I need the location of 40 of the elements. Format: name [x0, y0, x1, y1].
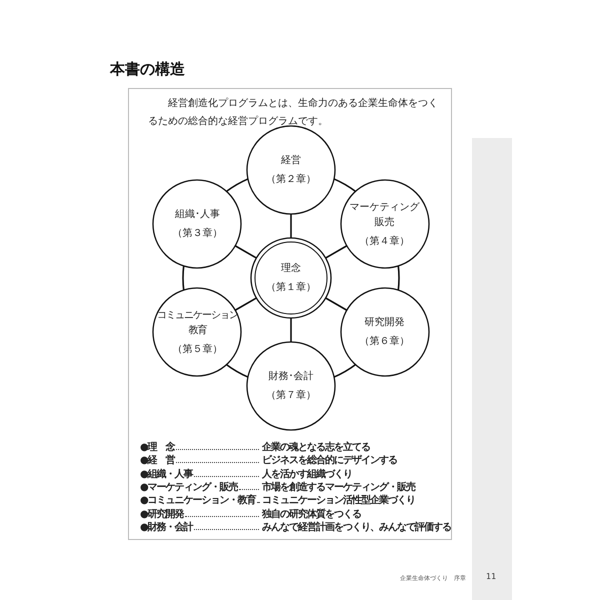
chapter-number: （第１章）: [265, 280, 317, 295]
list-term: ●マーケティング・販売: [140, 480, 260, 494]
node-title: 経営: [280, 154, 302, 168]
node-title: 理念: [280, 262, 302, 276]
chapter-number: （第５章）: [171, 342, 224, 356]
chapter-number: （第３章）: [171, 226, 224, 241]
list-description: 人を活かす組織づくり: [262, 468, 352, 481]
connector-line: [225, 178, 250, 192]
chapter-number: （第４章）: [358, 234, 411, 248]
list-description: ビジネスを総合的にデザインする: [262, 454, 397, 468]
list-description: コミュニケーション活性型企業づくり: [262, 494, 415, 508]
list-term: ●コミュニケーション・教育: [140, 493, 260, 508]
chapter-number: （第７章）: [265, 388, 317, 403]
list-term: ●経 営: [140, 453, 260, 468]
node-title: 財務･会計: [268, 370, 314, 384]
list-description: 市場を創造するマーケティング・販売: [262, 480, 415, 494]
node-title: 組織･人事: [174, 208, 221, 222]
node-title: マーケティング販売: [348, 200, 421, 230]
list-term: ●財務・会計: [140, 520, 260, 534]
connector-line: [234, 244, 258, 260]
connector-line: [324, 244, 348, 260]
list-description: 企業の魂となる志を立てる: [262, 440, 370, 454]
connector-line: [290, 213, 292, 239]
connector-line: [234, 296, 258, 312]
intro-paragraph: 経営創造化プログラムとは、生命力のある企業生命体をつくるための総合的な経営プログラムです。: [148, 96, 438, 128]
node-title: 研究開発: [364, 316, 406, 330]
connector-line: [324, 296, 348, 312]
list-description: 独自の研究体質をつくる: [262, 508, 361, 520]
list-term: ●組織・人事: [140, 466, 260, 481]
connector-line: [332, 178, 357, 192]
connector-line: [225, 364, 250, 378]
connector-line: [332, 364, 357, 378]
page-number: 11: [486, 572, 496, 581]
list-description: みんなで経営計画をつくり、みんなで評価する: [262, 520, 451, 534]
heading: 本書の構造: [110, 60, 185, 79]
connector-line: [290, 317, 292, 343]
chapter-number: （第６章）: [358, 334, 411, 349]
list-term: ●理 念: [140, 440, 260, 454]
chapter-number: （第２章）: [265, 172, 317, 187]
list-term: ●研究開発: [140, 506, 260, 520]
